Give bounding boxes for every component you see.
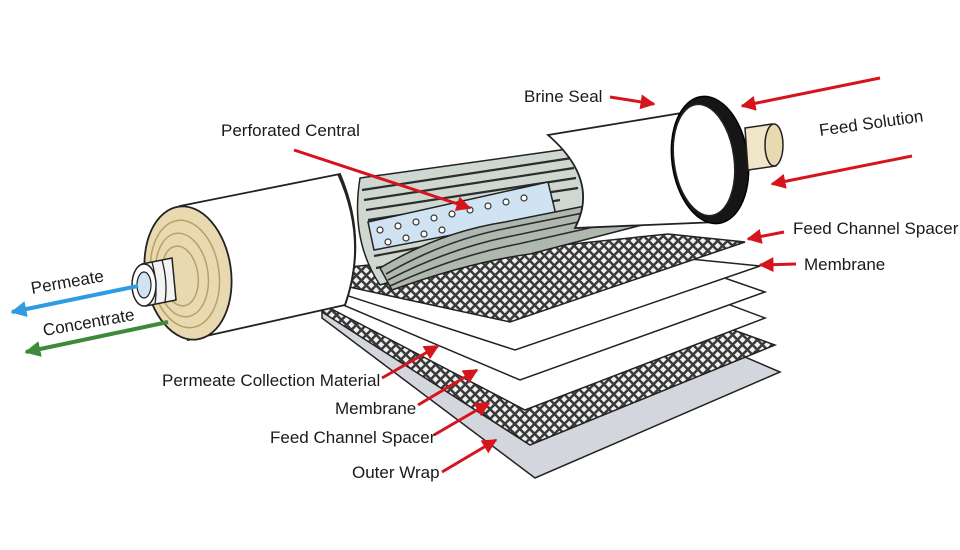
feed-channel-spacer-bottom-label: Feed Channel Spacer [270, 428, 436, 447]
outer-wrap-pointer [441, 438, 498, 474]
feed-channel-spacer-top-pointer [746, 229, 785, 244]
concentrate-label: Concentrate [41, 305, 136, 340]
perforated-central-pointer [293, 148, 472, 211]
feed-tube-stub [744, 123, 784, 171]
peeled-layers [321, 233, 782, 479]
brine-seal [670, 95, 750, 225]
feed-channel-spacer-bottom-pointer [433, 401, 491, 437]
membrane-element [131, 95, 784, 342]
feed-solution-arrow-top [740, 76, 881, 111]
membrane-top-pointer [758, 257, 797, 273]
brine-seal-label: Brine Seal [524, 87, 602, 106]
outer-wrap-label: Outer Wrap [352, 463, 440, 482]
permeate-tube [131, 257, 177, 307]
feed-solution-arrow-bottom [770, 154, 913, 189]
perforated-central-tube [367, 181, 557, 251]
membrane-bottom-label: Membrane [335, 399, 416, 418]
pointer-arrows [293, 94, 797, 474]
brine-seal-pointer [609, 94, 656, 110]
permeate-collection-pointer [381, 344, 440, 380]
permeate-collection-material-label: Permeate Collection Material [162, 371, 380, 390]
concentrate-flow-arrow [24, 320, 169, 357]
perforated-central-label: Perforated Central [221, 121, 360, 140]
feed-channel-spacer-top-label: Feed Channel Spacer [793, 219, 959, 238]
feed-solution-label: Feed Solution [818, 107, 925, 140]
membrane-top-label: Membrane [804, 255, 885, 274]
membrane-bottom-pointer [417, 368, 479, 407]
permeate-flow-arrow [10, 284, 139, 317]
